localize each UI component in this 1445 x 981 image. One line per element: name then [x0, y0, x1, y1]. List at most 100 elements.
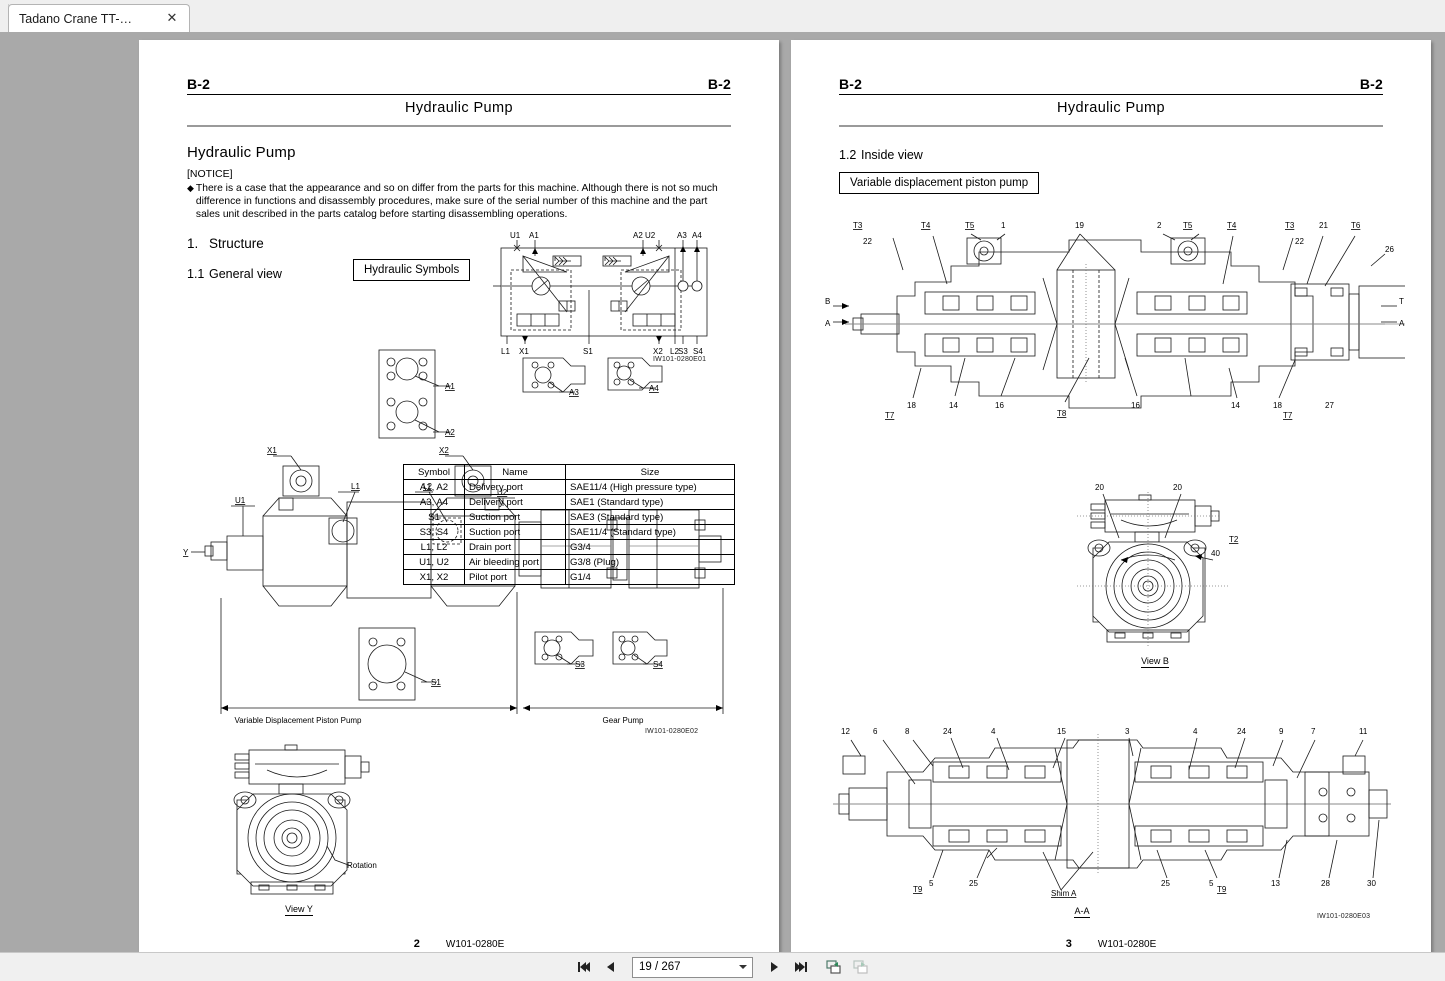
heading-general-view-number: 1.1	[187, 267, 205, 281]
table-cell-nm: Delivery port	[464, 479, 566, 495]
first-page-icon[interactable]	[574, 957, 594, 977]
notice-label: [NOTICE]	[187, 168, 233, 180]
heading-structure-text: Structure	[209, 236, 264, 251]
aa-label-25-r: 25	[1161, 879, 1170, 888]
table-cell-sym: S1	[403, 509, 465, 525]
notice-paragraph: ◆ There is a case that the appearance an…	[187, 182, 732, 222]
aa-label-11: 11	[1359, 727, 1368, 736]
general-label-x1: X1	[267, 446, 277, 455]
next-view-icon[interactable]	[851, 957, 871, 977]
table-cell-sym: A3, A4	[403, 494, 465, 510]
aa-label-3: 3	[1125, 727, 1130, 736]
aa-label-9: 9	[1279, 727, 1284, 736]
table-header-symbol: Symbol	[403, 464, 465, 480]
aa-label-4-r: 4	[1193, 727, 1198, 736]
aa-label-12: 12	[841, 727, 850, 736]
table-cell-sz: SAE11/4 (High pressure type)	[565, 479, 735, 495]
table-cell-nm: Drain port	[464, 539, 566, 555]
table-cell-sym: L1, L2	[403, 539, 465, 555]
symbol-label-s4: S4	[693, 347, 703, 356]
prev-page-icon[interactable]	[601, 957, 621, 977]
symbol-label-x1: X1	[519, 347, 529, 356]
view-b-label-40: 40	[1211, 549, 1220, 558]
inside-label-18-l: 18	[907, 401, 916, 410]
view-b-label-t2: T2	[1229, 535, 1239, 544]
footer-doc-code: W101-0280E	[445, 939, 505, 950]
piston-pump-box: Variable displacement piston pump	[839, 172, 1040, 194]
table-cell-sz: G1/4	[565, 569, 735, 585]
aa-label-25-l: 25	[969, 879, 978, 888]
running-head-right-code: B-2	[707, 76, 731, 92]
span-label-gear-pump: Gear Pump	[603, 716, 644, 725]
previous-view-icon[interactable]	[824, 957, 844, 977]
view-b-label-20-l: 20	[1095, 483, 1104, 492]
aa-label-13: 13	[1271, 879, 1280, 888]
symbol-label-s3: S3	[678, 347, 688, 356]
inside-label-16-r: 16	[1131, 401, 1140, 410]
table-cell-sym: X1, X2	[403, 569, 465, 585]
inside-label-t7-l: T7	[885, 411, 895, 420]
table-cell-sym: U1, U2	[403, 554, 465, 570]
header-rule-thin-right	[839, 94, 1383, 95]
page-left: B-2 B-2 Hydraulic Pump Hydraulic Pump [N…	[139, 40, 779, 978]
footer-page-number: 2	[413, 938, 420, 950]
inside-label-t5-r: T5	[1183, 221, 1193, 230]
symbol-label-a3: A3	[677, 231, 687, 240]
document-tab[interactable]: Tadano Crane TT-GT-8... ✕	[8, 4, 190, 33]
aa-label-7: 7	[1311, 727, 1316, 736]
footer-doc-code-right: W101-0280E	[1097, 939, 1157, 950]
inside-label-b: B	[825, 297, 830, 306]
chapter-title: Hydraulic Pump	[405, 100, 513, 116]
heading-general-view-text: General view	[209, 267, 282, 281]
inside-label-a-right: A	[1399, 319, 1405, 328]
inside-label-t8: T8	[1057, 409, 1067, 418]
aa-label-30: 30	[1367, 879, 1376, 888]
general-label-a2: A2	[445, 428, 455, 437]
figure-view-y: Rotation View Y	[217, 742, 387, 916]
inside-label-t3-r: T3	[1285, 221, 1295, 230]
next-page-icon[interactable]	[764, 957, 784, 977]
symbol-label-u1: U1	[510, 231, 521, 240]
notice-text: There is a case that the appearance and …	[195, 183, 718, 221]
general-label-a4: A4	[649, 384, 659, 393]
aa-label-28: 28	[1321, 879, 1330, 888]
inside-label-t7-r: T7	[1283, 411, 1293, 420]
general-label-a1: A1	[445, 382, 455, 391]
general-label-u1: U1	[235, 496, 246, 505]
inside-label-a-left: A	[825, 319, 831, 328]
aa-label-24-r: 24	[1237, 727, 1246, 736]
inside-label-2: 2	[1157, 221, 1162, 230]
page-number-input[interactable]: 19 / 267	[632, 956, 753, 978]
document-viewport[interactable]: B-2 B-2 Hydraulic Pump Hydraulic Pump [N…	[0, 32, 1445, 978]
general-label-a3: A3	[569, 388, 579, 397]
aa-label-shim-a: Shim A	[1051, 889, 1077, 898]
chevron-down-icon[interactable]	[739, 965, 747, 969]
section-aa-caption: A-A	[1074, 906, 1090, 918]
symbol-label-x2: X2	[653, 347, 663, 356]
table-cell-sz: G3/4	[565, 539, 735, 555]
heading-inside-view-text: Inside view	[861, 148, 923, 162]
aa-label-t9-l: T9	[913, 885, 923, 894]
last-page-icon[interactable]	[791, 957, 811, 977]
figure-code-inside: IW101-0280E03	[1317, 913, 1371, 920]
header-rule-thin	[187, 94, 731, 95]
table-cell-nm: Suction port	[464, 524, 566, 540]
heading-structure-number: 1.	[187, 236, 199, 251]
section-title: Hydraulic Pump	[187, 144, 296, 161]
tab-bar: Tadano Crane TT-GT-8... ✕	[0, 0, 1445, 33]
close-icon[interactable]: ✕	[166, 10, 178, 25]
hydraulic-symbols-box: Hydraulic Symbols	[353, 259, 471, 281]
table-cell-nm: Pilot port	[464, 569, 566, 585]
header-rule-thick-right	[839, 125, 1383, 127]
inside-label-t4-r: T4	[1227, 221, 1237, 230]
document-tab-label: Tadano Crane TT-GT-8...	[19, 12, 139, 26]
navigation-toolbar: 19 / 267	[0, 952, 1445, 981]
table-cell-sz: SAE11/4 (Standard type)	[565, 524, 735, 540]
